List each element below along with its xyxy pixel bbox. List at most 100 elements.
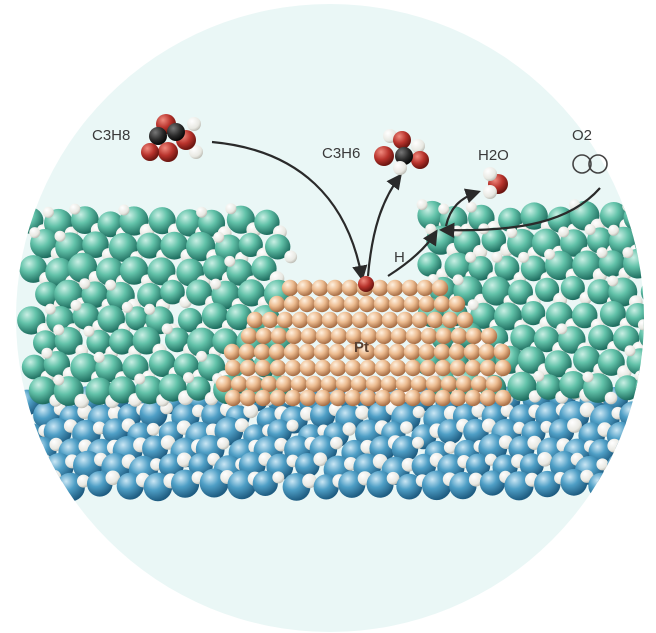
platinum-atom (465, 327, 483, 345)
hydrogen-atom (134, 373, 146, 385)
support-atom (186, 376, 211, 401)
platinum-atom (373, 295, 391, 313)
hydrogen-atom (646, 364, 656, 379)
platinum-atom (300, 327, 318, 345)
support-atom (521, 301, 546, 326)
platinum-atom (463, 343, 481, 361)
hydrogen-atom (225, 203, 237, 215)
support-atom (17, 451, 47, 482)
hydrogen-atom (70, 299, 82, 311)
support-atom (173, 353, 199, 379)
support-atom (252, 470, 278, 496)
hydrogen-atom (443, 441, 457, 454)
support-atom (508, 279, 533, 305)
platinum-atom (215, 375, 233, 393)
platinum-atom (478, 343, 496, 361)
hydrogen-atom (355, 405, 370, 420)
hydrogen-atom (607, 438, 622, 453)
platinum-atom (313, 343, 331, 361)
platinum-atom (223, 343, 241, 361)
platinum-atom (464, 359, 482, 377)
platinum-atom (404, 389, 422, 407)
platinum-atom (305, 375, 323, 393)
hydrogen-atom (582, 371, 594, 383)
platinum-atom (358, 295, 376, 313)
platinum-atom (320, 375, 338, 393)
hydrogen-atom (29, 227, 41, 239)
hydrogen-atom (160, 435, 176, 450)
hydrogen-atom (579, 402, 595, 418)
support-atom (536, 374, 562, 400)
support-atom (587, 279, 613, 305)
hydrogen-atom (622, 200, 634, 212)
hydrogen-atom (47, 469, 62, 485)
platinum-atom (449, 359, 467, 377)
support-atom (226, 303, 253, 331)
hydrogen-atom (643, 318, 644, 333)
platinum-atom (419, 389, 437, 407)
support-atom (177, 307, 203, 333)
hydrogen-atom (44, 303, 56, 315)
support-atom (588, 324, 614, 351)
support-atom (623, 203, 644, 232)
support-atom (588, 472, 615, 499)
hydrogen-atom (330, 436, 343, 450)
platinum-atom (386, 279, 404, 297)
platinum-atom (419, 359, 437, 377)
platinum-atom (434, 389, 452, 407)
support-atom (265, 234, 291, 260)
hydrogen-atom (93, 351, 105, 363)
platinum-atom (329, 359, 347, 377)
support-atom (616, 474, 643, 500)
hydrogen-atom (537, 452, 553, 467)
platinum-atom (405, 327, 423, 345)
hydrogen-atom (416, 199, 428, 211)
adsorbed-atom (358, 276, 374, 292)
hydrogen-atom (558, 226, 570, 238)
support-atom (33, 330, 58, 356)
hydrogen-atom (105, 470, 121, 486)
hydrogen-atom (79, 278, 91, 290)
platinum-atom (246, 311, 264, 329)
platinum-atom (396, 311, 414, 329)
support-atom (21, 354, 47, 380)
hydrogen-atom (342, 422, 356, 436)
platinum-atom (311, 279, 329, 297)
hydrogen-atom (146, 422, 160, 436)
platinum-atom (403, 295, 421, 313)
platinum-atom (351, 311, 369, 329)
hydrogen-atom (608, 224, 620, 236)
platinum-atom (426, 311, 444, 329)
support-atom (535, 277, 560, 302)
support-atom (510, 324, 537, 351)
support-atom (494, 255, 520, 281)
hydrogen-atom (400, 421, 413, 434)
hydrogen-atom (213, 231, 225, 243)
label-platinum: Pt (354, 339, 369, 356)
propylene-molecule (374, 129, 429, 175)
platinum-atom (335, 375, 353, 393)
oxygen-arrow (438, 187, 601, 239)
support-atom (396, 473, 423, 500)
platinum-atom (255, 327, 273, 345)
hydrogen-atom (467, 299, 479, 311)
platinum-atom (328, 295, 346, 313)
platinum-atom (390, 327, 408, 345)
platinum-atom (401, 279, 419, 297)
platinum-atom (350, 375, 368, 393)
support-atom (544, 350, 572, 378)
label-hydrogen: H (394, 249, 405, 266)
hydrogen-atom (83, 325, 95, 337)
platinum-atom (224, 389, 242, 407)
support-atom (86, 329, 112, 355)
hydrogen-atom (272, 471, 285, 484)
platinum-atom (425, 375, 443, 393)
platinum-atom (313, 295, 331, 313)
support-atom (634, 228, 644, 258)
platinum-atom (260, 375, 278, 393)
platinum-atom (330, 327, 348, 345)
platinum-atom (326, 279, 344, 297)
platinum-atom (284, 389, 302, 407)
platinum-atom (440, 375, 458, 393)
label-propane: C3H8 (92, 127, 130, 144)
